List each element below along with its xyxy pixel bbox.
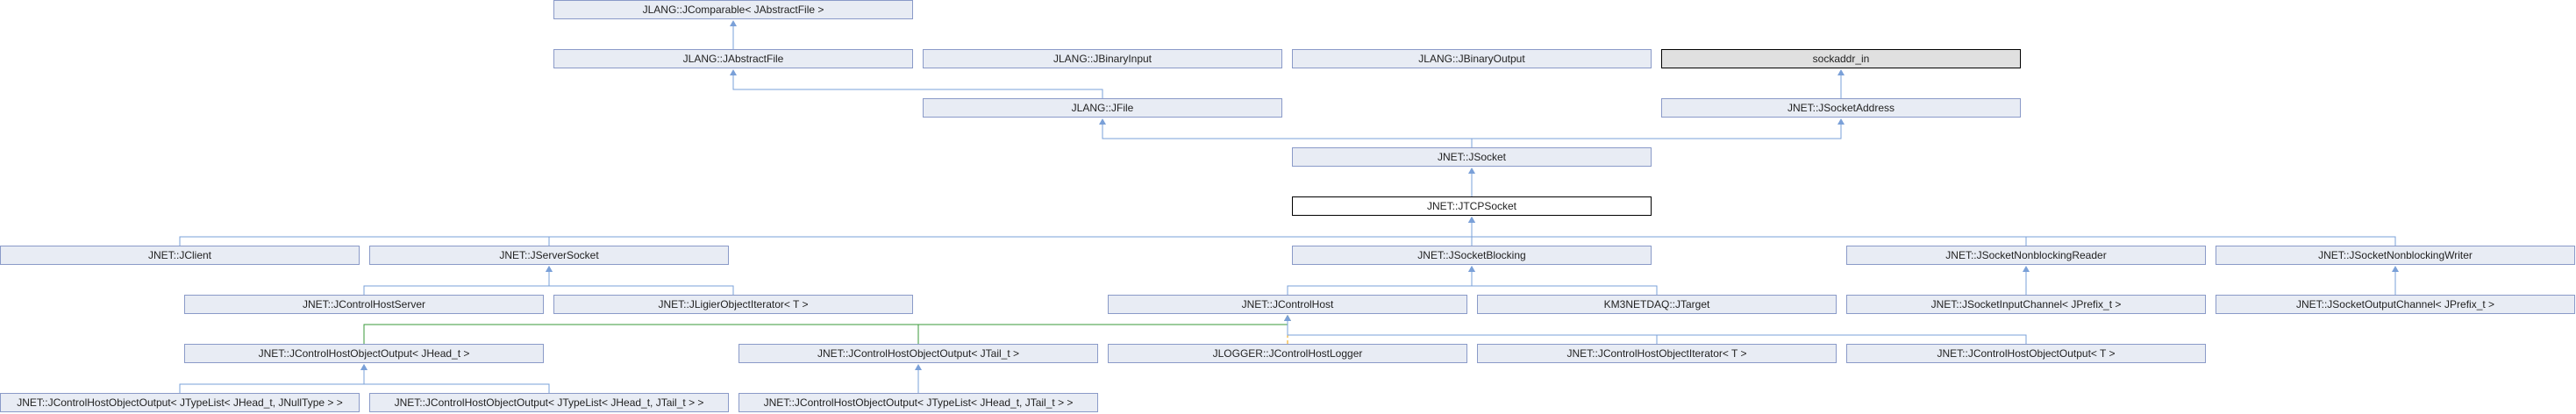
edge-jtarget-to-jsocketblocking: [1471, 267, 1658, 295]
node-jcontrolhostlogger[interactable]: JLOGGER::JControlHostLogger: [1108, 344, 1467, 363]
node-jserversocket[interactable]: JNET::JServerSocket: [369, 246, 729, 265]
node-jcho-typelist-jtail-a[interactable]: JNET::JControlHostObjectOutput< JTypeLis…: [369, 393, 729, 412]
edge-jcontrolhostserver-to-jserversocket: [363, 267, 550, 295]
node-jbinaryoutput[interactable]: JLANG::JBinaryOutput: [1292, 49, 1652, 68]
edge-jsocketnonblockingwriter-to-jtcpsocket: [1471, 218, 2396, 246]
arrowhead-jcho-t: [1284, 315, 1291, 321]
node-jcho-typelist-nulltype[interactable]: JNET::JControlHostObjectOutput< JTypeLis…: [0, 393, 360, 412]
edge-jsocket-to-jsocketaddress: [1471, 119, 1842, 147]
node-jfile[interactable]: JLANG::JFile: [923, 98, 1282, 118]
node-jtcpsocket: JNET::JTCPSocket: [1292, 196, 1652, 216]
edge-jligierobjectiterator-to-jserversocket: [548, 267, 734, 295]
inheritance-edges: [179, 20, 2399, 393]
edge-jcho-typelist-nulltype-to-jcho-jhead: [179, 365, 365, 393]
arrowhead-jsocketinputchannel: [2023, 266, 2030, 272]
edge-jclient-to-jtcpsocket: [179, 218, 1473, 246]
arrowhead-jcho-typelist-jtail-b: [915, 364, 922, 370]
edge-jfile-to-jabstractfile: [732, 70, 1103, 98]
edge-jcho-typelist-jtail-a-to-jcho-jhead: [363, 365, 550, 393]
node-jsocketaddress[interactable]: JNET::JSocketAddress: [1661, 98, 2021, 118]
node-jclient[interactable]: JNET::JClient: [0, 246, 360, 265]
node-jcho-t[interactable]: JNET::JControlHostObjectOutput< T >: [1846, 344, 2206, 363]
node-jsocket[interactable]: JNET::JSocket: [1292, 147, 1652, 167]
arrowhead-jfile: [730, 69, 737, 75]
edge-jcontrolhost-to-jsocketblocking: [1287, 267, 1473, 295]
node-jsocketnonblockingreader[interactable]: JNET::JSocketNonblockingReader: [1846, 246, 2206, 265]
node-jcho-jhead[interactable]: JNET::JControlHostObjectOutput< JHead_t …: [184, 344, 544, 363]
node-jcontrolhost[interactable]: JNET::JControlHost: [1108, 295, 1467, 314]
arrowhead-jtarget: [1468, 266, 1475, 272]
node-jcontrolhostobjectiterator[interactable]: JNET::JControlHostObjectIterator< T >: [1477, 344, 1837, 363]
node-jsocketinputchannel[interactable]: JNET::JSocketInputChannel< JPrefix_t >: [1846, 295, 2206, 314]
arrowhead-jabstractfile: [730, 20, 737, 26]
node-jsocketblocking[interactable]: JNET::JSocketBlocking: [1292, 246, 1652, 265]
edge-jcontrolhostobjectiterator-to-jcontrolhost: [1287, 316, 1658, 344]
edge-jcho-t-to-jcontrolhost: [1287, 316, 2027, 344]
edge-jsocket-to-jfile: [1102, 119, 1473, 147]
arrowhead-jcho-typelist-jtail-a: [360, 364, 367, 370]
node-jcho-jtail[interactable]: JNET::JControlHostObjectOutput< JTail_t …: [739, 344, 1098, 363]
node-jcontrolhostserver[interactable]: JNET::JControlHostServer: [184, 295, 544, 314]
node-jcho-typelist-jtail-b[interactable]: JNET::JControlHostObjectOutput< JTypeLis…: [739, 393, 1098, 412]
arrowhead-jsocketnonblockingwriter: [1468, 217, 1475, 223]
edge-jcho-jhead-to-jcontrolhost: [363, 316, 1288, 344]
node-jcomparable[interactable]: JLANG::JComparable< JAbstractFile >: [553, 0, 913, 19]
node-jabstractfile[interactable]: JLANG::JAbstractFile: [553, 49, 913, 68]
node-jbinaryinput[interactable]: JLANG::JBinaryInput: [923, 49, 1282, 68]
arrowhead-jsocketoutputchannel: [2392, 266, 2399, 272]
node-jsocketoutputchannel[interactable]: JNET::JSocketOutputChannel< JPrefix_t >: [2216, 295, 2575, 314]
node-sockaddr-in: sockaddr_in: [1661, 49, 2021, 68]
arrowhead-jtcpsocket: [1468, 168, 1475, 174]
node-jtarget[interactable]: KM3NETDAQ::JTarget: [1477, 295, 1837, 314]
arrowhead-jligierobjectiterator: [546, 266, 553, 272]
arrowhead-jsocket: [1099, 118, 1106, 125]
arrowhead-jsocket: [1837, 118, 1845, 125]
edge-jserversocket-to-jtcpsocket: [548, 218, 1473, 246]
edge-jcho-jtail-to-jcontrolhost: [917, 316, 1288, 344]
node-jligierobjectiterator[interactable]: JNET::JLigierObjectIterator< T >: [553, 295, 913, 314]
node-jsocketnonblockingwriter[interactable]: JNET::JSocketNonblockingWriter: [2216, 246, 2575, 265]
arrowhead-jsocketaddress: [1837, 69, 1845, 75]
edge-jsocketnonblockingreader-to-jtcpsocket: [1471, 218, 2027, 246]
